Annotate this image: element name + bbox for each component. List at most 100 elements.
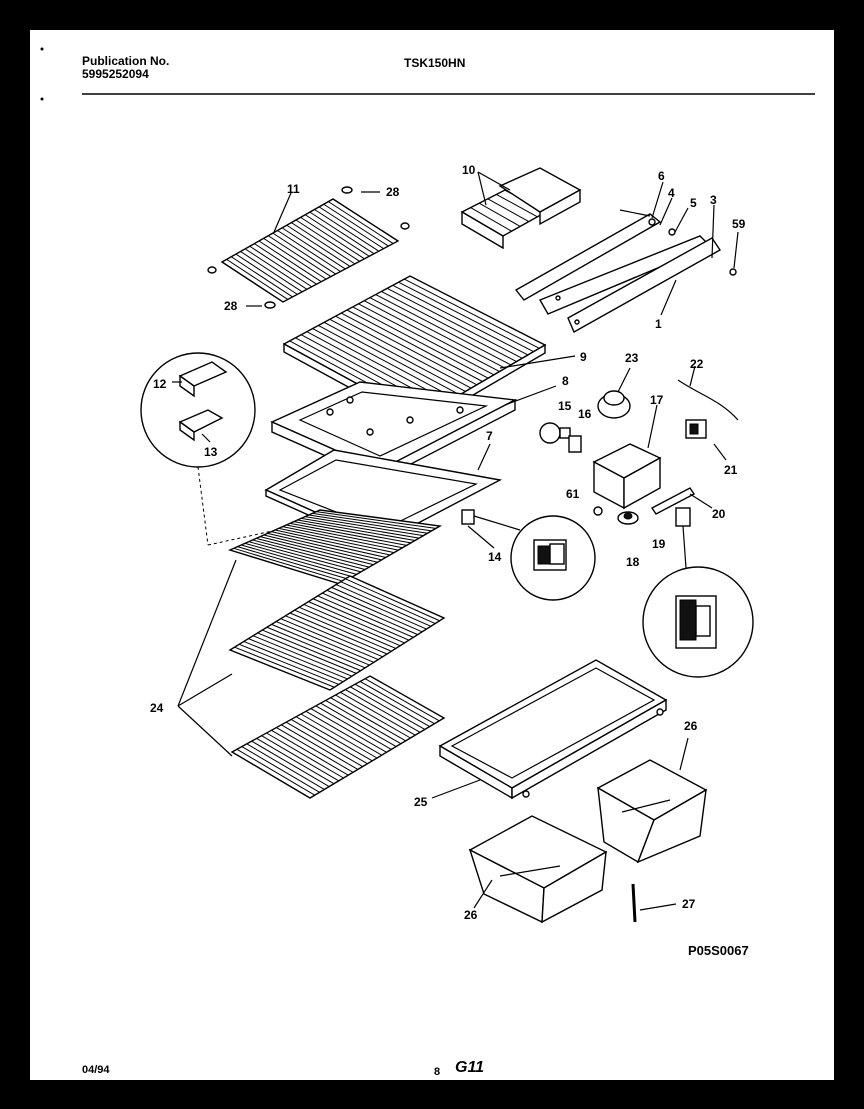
hatch-line <box>226 258 289 300</box>
leader-22 <box>689 365 696 387</box>
model-number: TSK150HN <box>404 56 466 70</box>
callout-18: 18 <box>626 555 640 569</box>
callout-4: 4 <box>668 186 675 200</box>
callout-5: 5 <box>690 196 697 210</box>
hatch-line <box>350 686 426 730</box>
hatch-line <box>230 256 293 298</box>
hatch-line <box>267 532 382 561</box>
hatch-line <box>289 612 388 655</box>
callout-16-top: 16 <box>578 407 592 421</box>
hatch-line <box>335 694 411 739</box>
hatch-line <box>297 519 416 541</box>
leader-14 <box>467 525 495 549</box>
callout-21: 21 <box>724 463 738 477</box>
hatch-line <box>316 511 436 529</box>
leader-25 <box>431 779 481 799</box>
hatch-line <box>241 746 320 793</box>
part-22-wire <box>677 379 739 421</box>
callout-27: 27 <box>682 897 696 911</box>
part-28-clip-top <box>341 186 353 194</box>
hatch-line <box>278 527 395 554</box>
leader-10b <box>477 171 487 206</box>
hatch-line <box>276 727 354 773</box>
hatch-line <box>312 512 432 532</box>
callout-7: 7 <box>486 429 493 443</box>
callout-28-bottom: 28 <box>224 299 238 313</box>
hatch-line <box>275 621 375 663</box>
hatch-line <box>470 207 512 232</box>
hatch-line <box>281 724 359 770</box>
callout-26-right: 26 <box>684 719 698 733</box>
hatch-line <box>244 248 308 290</box>
hatch-line <box>331 586 427 630</box>
part-19-switch <box>675 507 691 527</box>
hatch-line <box>487 198 530 223</box>
hatch-line <box>244 542 357 575</box>
callout-19: 19 <box>652 537 666 551</box>
callout-8: 8 <box>562 374 569 388</box>
leader-7 <box>477 443 491 471</box>
part-17-control-housing <box>592 443 662 510</box>
hatch-line <box>246 743 325 790</box>
callout-24: 24 <box>150 701 164 715</box>
hatch-line <box>358 303 495 376</box>
leader-17 <box>647 404 658 449</box>
hatch-line <box>248 638 348 680</box>
callout-59: 59 <box>732 217 746 231</box>
leader-23 <box>617 367 631 393</box>
footer-page: 8 <box>434 1066 441 1078</box>
leader-20 <box>689 493 713 509</box>
callout-61: 61 <box>566 487 580 501</box>
part-11-wire-shelf <box>220 198 400 303</box>
hatch-line <box>359 680 435 725</box>
detail-circle-12-13 <box>140 352 256 468</box>
callout-9: 9 <box>580 350 587 364</box>
callout-11: 11 <box>287 182 300 196</box>
hatch-line <box>315 705 392 750</box>
leader-9 <box>499 355 576 369</box>
hatch-line <box>294 609 392 652</box>
hatch-line <box>239 643 339 685</box>
hatch-line <box>290 718 368 765</box>
part-28-clip-right <box>400 222 410 230</box>
hatch-line <box>335 315 472 389</box>
hatch-line <box>271 531 386 558</box>
hatch-line <box>496 193 538 218</box>
leader-8 <box>504 385 557 406</box>
hatch-line <box>363 300 500 372</box>
punch-mark <box>40 97 44 101</box>
hatch-line <box>309 211 375 255</box>
hatch-line <box>320 702 397 748</box>
hatch-line <box>295 219 360 262</box>
punch-mark <box>40 47 44 51</box>
hatch-line <box>323 321 461 396</box>
footer-section: G11 <box>455 1059 485 1076</box>
hatch-line <box>340 691 416 736</box>
hatch-line <box>345 689 421 733</box>
callout-20: 20 <box>712 507 726 521</box>
callout-3: 3 <box>710 193 717 207</box>
leader-4 <box>659 197 673 226</box>
leader-24-a <box>177 559 237 707</box>
leader-6 <box>651 181 664 219</box>
hatch-line <box>312 598 410 641</box>
hatch-line <box>352 306 489 379</box>
leader-3 <box>711 204 715 259</box>
hatch-line <box>271 729 349 776</box>
hatch-line <box>252 635 353 677</box>
callout-10: 10 <box>462 163 476 177</box>
part-16-socket <box>568 435 582 453</box>
hatch-line <box>258 240 322 283</box>
hatch-line <box>325 699 402 745</box>
part-61-screw <box>593 506 603 516</box>
hatch-line <box>354 683 430 728</box>
leader-26b <box>473 879 493 909</box>
callout-23: 23 <box>625 351 639 365</box>
hatch-line <box>330 697 406 742</box>
leader-1 <box>660 279 677 316</box>
hatch-line <box>267 235 332 278</box>
detail-circle-19 <box>642 566 754 678</box>
hatch-line <box>398 281 534 353</box>
hatch-line <box>299 606 396 649</box>
